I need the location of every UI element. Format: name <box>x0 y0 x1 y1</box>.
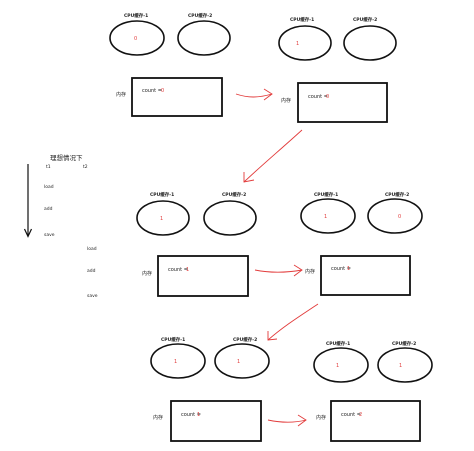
state-0-cache1 <box>109 20 165 56</box>
state-3-count-text: count = <box>331 266 351 272</box>
state-1: CPU缓存-1 CPU缓存-2 1 内存 count = 0 <box>278 16 397 123</box>
state-1-cache2 <box>343 25 397 61</box>
state-5-cache2-label: CPU缓存-2 <box>392 340 416 347</box>
arrow-state1-to-state2-head <box>243 172 255 183</box>
state-0-cache1-value: 0 <box>134 36 137 42</box>
state-5-cache1-value: 1 <box>336 363 339 369</box>
thread-t2-label: t2 <box>83 164 88 170</box>
thread-t1-label: t1 <box>46 164 51 170</box>
arrow-state1-to-state2 <box>243 129 303 183</box>
state-2-cache1-value: 1 <box>160 216 163 222</box>
state-0-cache1-label: CPU缓存-1 <box>124 12 148 19</box>
state-2: CPU缓存-1 CPU缓存-2 1 内存 count = 1 <box>136 191 257 297</box>
state-5-memory <box>330 400 421 442</box>
t1-step-save: save <box>44 233 55 238</box>
state-1-cache1-value: 1 <box>296 41 299 47</box>
state-3-cache1 <box>300 198 356 234</box>
state-5-cache1 <box>313 347 369 383</box>
state-2-count-text: count = <box>168 267 188 273</box>
state-1-memory-label: 内存 <box>281 97 291 104</box>
state-0-memory <box>131 77 223 117</box>
state-2-memory <box>157 255 249 297</box>
state-3-cache2-label: CPU缓存-2 <box>385 191 409 198</box>
state-2-memory-label: 内存 <box>142 270 152 277</box>
state-1-count-text: count = <box>308 94 328 100</box>
side-panel-title: 理想情况下 <box>50 153 83 162</box>
state-2-cache1-label: CPU缓存-1 <box>150 191 174 198</box>
t2-step-load: load <box>87 246 97 252</box>
state-5-cache2 <box>377 347 433 383</box>
state-4-cache2 <box>214 343 270 379</box>
state-4-count-value: 1 <box>197 412 200 418</box>
state-5-cache2-value: 1 <box>399 363 402 369</box>
t1-step-add: add <box>44 206 53 212</box>
state-1-cache1-label: CPU缓存-1 <box>290 16 314 23</box>
state-4-cache1-label: CPU缓存-1 <box>161 336 185 343</box>
state-4-cache1 <box>150 343 206 379</box>
state-2-cache2-label: CPU缓存-2 <box>222 191 246 198</box>
arrow-state4-to-state5-head <box>297 414 307 427</box>
state-4: CPU缓存-1 CPU缓存-2 1 1 内存 count = 1 <box>150 336 270 442</box>
state-0-cache2-label: CPU缓存-2 <box>188 12 212 19</box>
state-2-cache1 <box>136 200 190 236</box>
state-1-memory <box>297 82 388 123</box>
t1-step-load: load <box>44 184 54 190</box>
state-4-cache2-label: CPU缓存-2 <box>233 336 257 343</box>
state-5: CPU缓存-1 CPU缓存-2 1 1 内存 count = 2 <box>313 340 433 442</box>
state-3-count-value: 1 <box>347 266 350 272</box>
state-0-memory-label: 内存 <box>116 91 126 98</box>
state-4-count-text: count = <box>181 412 201 418</box>
state-5-cache1-label: CPU缓存-1 <box>326 340 350 347</box>
state-2-cache2 <box>203 200 257 236</box>
state-3-cache1-value: 1 <box>324 214 327 220</box>
state-3: CPU缓存-1 CPU缓存-2 1 0 内存 count = 1 <box>300 191 423 296</box>
state-3-memory-label: 内存 <box>305 268 315 275</box>
state-1-count-value: 0 <box>326 94 329 100</box>
state-1-cache1 <box>278 25 332 61</box>
arrow-state2-to-state3-head <box>293 264 303 277</box>
arrow-state0-to-state1 <box>235 93 273 98</box>
state-3-cache2-value: 0 <box>398 214 401 220</box>
t2-step-save: save <box>87 294 98 299</box>
arrow-state3-to-state4-head <box>267 331 278 341</box>
state-5-count-value: 2 <box>359 412 362 418</box>
state-3-memory <box>320 255 411 296</box>
timeline-arrowhead <box>23 228 33 238</box>
arrow-state0-to-state1-head <box>263 88 273 101</box>
state-3-cache1-label: CPU缓存-1 <box>314 191 338 198</box>
state-0-cache2 <box>177 20 231 56</box>
state-5-memory-label: 内存 <box>316 414 326 421</box>
state-4-memory-label: 内存 <box>153 414 163 421</box>
t2-step-add: add <box>87 268 96 274</box>
arrow-state4-to-state5 <box>267 419 307 423</box>
transition-arrows <box>235 88 319 427</box>
state-4-cache1-value: 1 <box>174 359 177 365</box>
state-3-cache2 <box>367 198 423 234</box>
state-5-count-text: count = <box>341 412 361 418</box>
state-4-cache2-value: 1 <box>237 359 240 365</box>
state-4-memory <box>170 400 262 442</box>
state-2-count-value: 1 <box>186 267 189 273</box>
side-panel: 理想情况下 t1 t2 load add save load add save <box>23 153 98 299</box>
state-0: CPU缓存-1 CPU缓存-2 0 内存 count = 0 <box>109 12 231 117</box>
state-0-count-value: 0 <box>161 88 164 94</box>
arrow-state3-to-state4 <box>267 303 319 341</box>
arrow-state2-to-state3 <box>254 269 303 273</box>
state-0-count-text: count = <box>142 88 162 94</box>
state-1-cache2-label: CPU缓存-2 <box>353 16 377 23</box>
